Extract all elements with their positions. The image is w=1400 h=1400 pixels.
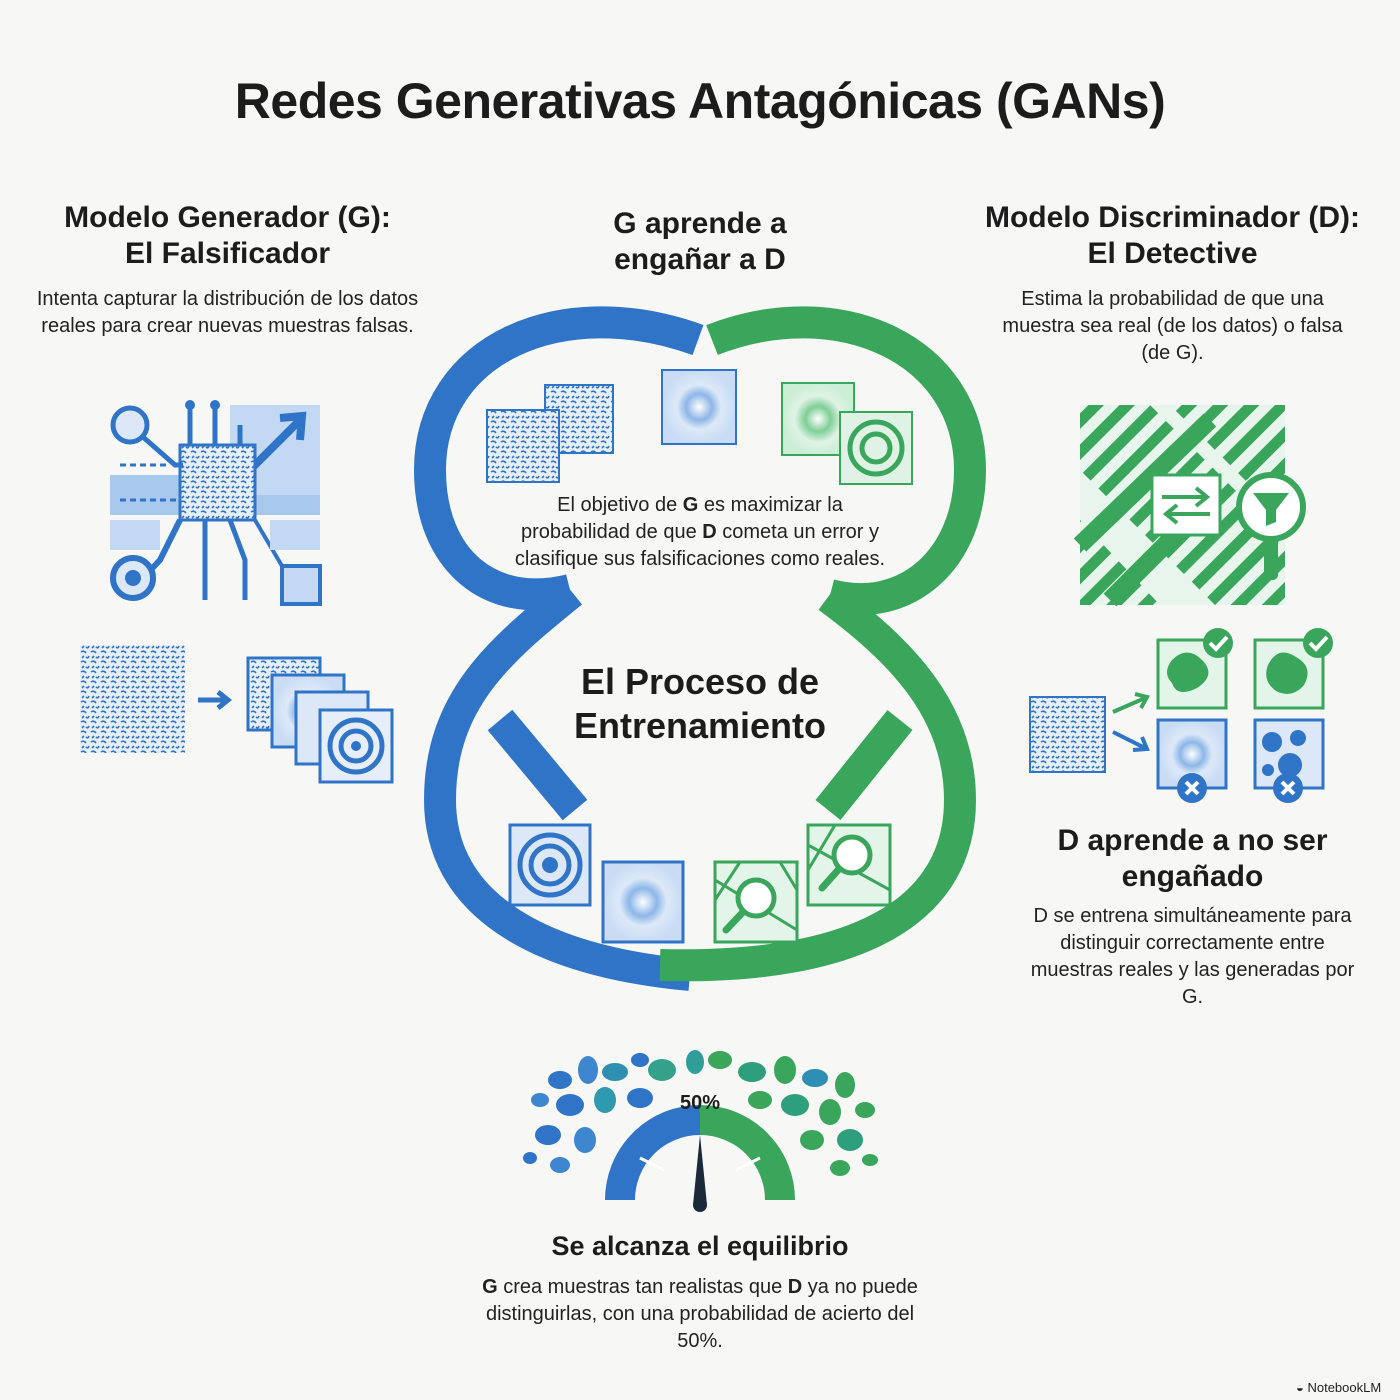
blue-target-thumbnails <box>508 823 685 944</box>
cross-icon <box>1177 773 1303 803</box>
green-inspect-thumbnails <box>713 823 892 944</box>
gauge-label: 50% <box>679 1092 721 1114</box>
discriminator-section: Modelo Discriminador (D): El Detective E… <box>975 200 1370 367</box>
objective-text: El objetivo de G es maximizar la probabi… <box>505 492 895 573</box>
discriminator-description: Estima la probabilidad de que una muestr… <box>1002 288 1343 364</box>
classification-grid-icon <box>1029 638 1325 790</box>
g-learns-line1: G aprende a <box>613 207 787 240</box>
gauge-blobs <box>523 1050 878 1176</box>
d-learns-description: D se entrena simultáneamente para distin… <box>1030 905 1355 1008</box>
page-title: Redes Generativas Antagónicas (GANs) <box>234 73 1166 129</box>
green-target-thumbnails <box>781 382 913 485</box>
generator-description: Intenta capturar la distribución de los … <box>36 288 419 337</box>
d-learns-section: D aprende a no ser engañado D se entrena… <box>1020 823 1365 1011</box>
brand-icon: ◒ <box>1296 1380 1308 1395</box>
objective-part3: cometa un error y clasifique sus falsifi… <box>514 521 886 570</box>
equilibrium-part1: crea muestras tan realistas que <box>497 1276 788 1298</box>
generator-heading-line1: Modelo Generador (G): <box>64 201 391 234</box>
discriminator-heading-line2: El Detective <box>1087 237 1258 270</box>
objective-part2: es maximizar la probabilidad de que <box>520 494 843 543</box>
discriminator-heading-line1: Modelo Discriminador (D): <box>984 201 1360 234</box>
d-learns-heading-line2: engañado <box>1121 860 1264 893</box>
noise-to-sample-icon <box>80 645 233 753</box>
objective-g: G <box>682 494 699 516</box>
g-learns-line2: engañar a D <box>614 243 786 276</box>
generator-heading-line2: El Falsificador <box>124 237 331 270</box>
circuit-generator-icon <box>110 400 322 606</box>
equilibrium-section: Se alcanza el equilibrio G crea muestras… <box>480 1228 920 1355</box>
equilibrium-part2: ya no puede distinguirlas, con una proba… <box>485 1276 918 1352</box>
process-line2: Entrenamiento <box>573 705 827 746</box>
objective-part1: El objetivo de <box>557 494 683 516</box>
equilibrium-text: G crea muestras tan realistas que D ya n… <box>480 1274 920 1355</box>
process-label: El Proceso de Entrenamiento <box>520 660 880 748</box>
g-learns-heading: G aprende a engañar a D <box>540 206 860 278</box>
equilibrium-d: D <box>787 1276 803 1298</box>
blue-noise-thumbnails <box>486 369 737 483</box>
process-line1: El Proceso de <box>580 661 820 702</box>
brand-text: NotebookLM <box>1307 1380 1382 1395</box>
loop-icon <box>413 306 987 991</box>
sample-transform-icon <box>246 656 394 784</box>
brand-label: ◒ NotebookLM <box>1296 1380 1396 1395</box>
objective-d: D <box>702 521 717 543</box>
check-icon <box>1203 628 1333 658</box>
gauge-icon <box>523 1050 878 1212</box>
d-learns-heading-line1: D aprende a no ser <box>1057 824 1328 857</box>
detective-filter-icon <box>1073 405 1306 607</box>
generator-section: Modelo Generador (G): El Falsificador In… <box>30 200 425 340</box>
equilibrium-heading: Se alcanza el equilibrio <box>551 1231 849 1261</box>
equilibrium-g: G <box>482 1276 498 1298</box>
